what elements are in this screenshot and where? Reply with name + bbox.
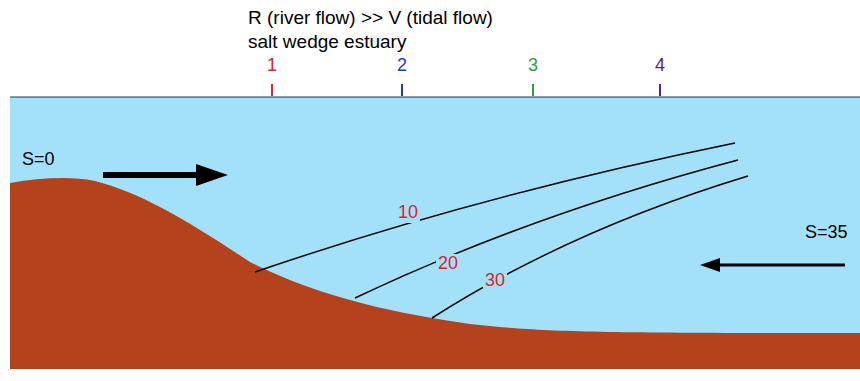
diagram-title: R (river flow) >> V (tidal flow) — [248, 8, 493, 29]
salinity-label: S=0 — [22, 150, 55, 170]
station-number: 2 — [397, 56, 407, 76]
isohaline — [255, 143, 735, 272]
river-flow-arrow — [103, 172, 200, 178]
isohaline-value: 30 — [483, 271, 507, 291]
station-number: 3 — [528, 56, 538, 76]
isohaline-value: 10 — [396, 203, 420, 223]
isohaline-value: 20 — [436, 254, 460, 274]
water-surface — [10, 97, 860, 98]
arrow-head — [700, 258, 720, 272]
station-number: 4 — [655, 56, 665, 76]
isohaline — [432, 176, 748, 318]
station-tick — [659, 84, 661, 96]
station-tick — [401, 84, 403, 96]
station-tick — [532, 84, 534, 96]
arrow-head — [196, 164, 228, 186]
tidal-flow-arrow — [718, 264, 845, 267]
diagram-subtitle: salt wedge estuary — [248, 32, 406, 53]
salinity-label: S=35 — [805, 223, 848, 243]
water — [10, 97, 860, 369]
station-tick — [271, 84, 273, 96]
station-number: 1 — [267, 56, 277, 76]
isohaline — [355, 160, 738, 298]
river-bed — [10, 178, 860, 369]
